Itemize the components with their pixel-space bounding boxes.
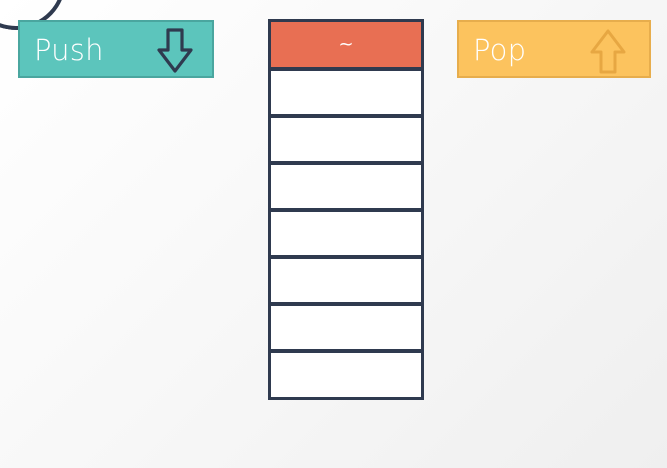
arrow-down-icon bbox=[157, 28, 193, 73]
stack-slot-8 bbox=[271, 353, 421, 397]
stack-slot-3 bbox=[271, 118, 421, 165]
stack-slot-2 bbox=[271, 71, 421, 118]
stack-slot-4 bbox=[271, 165, 421, 212]
stack-slot-7 bbox=[271, 306, 421, 353]
stack-top-value: ~ bbox=[338, 33, 354, 55]
stack-container: ~ bbox=[268, 19, 424, 400]
stack-slot-top: ~ bbox=[271, 22, 421, 71]
push-action-box: Push bbox=[18, 20, 214, 78]
pop-action-box: Pop bbox=[457, 20, 651, 78]
pop-label: Pop bbox=[473, 33, 527, 67]
stack-slot-5 bbox=[271, 212, 421, 259]
stack-slot-6 bbox=[271, 259, 421, 306]
push-label: Push bbox=[34, 33, 104, 67]
arrow-up-icon bbox=[590, 29, 626, 74]
